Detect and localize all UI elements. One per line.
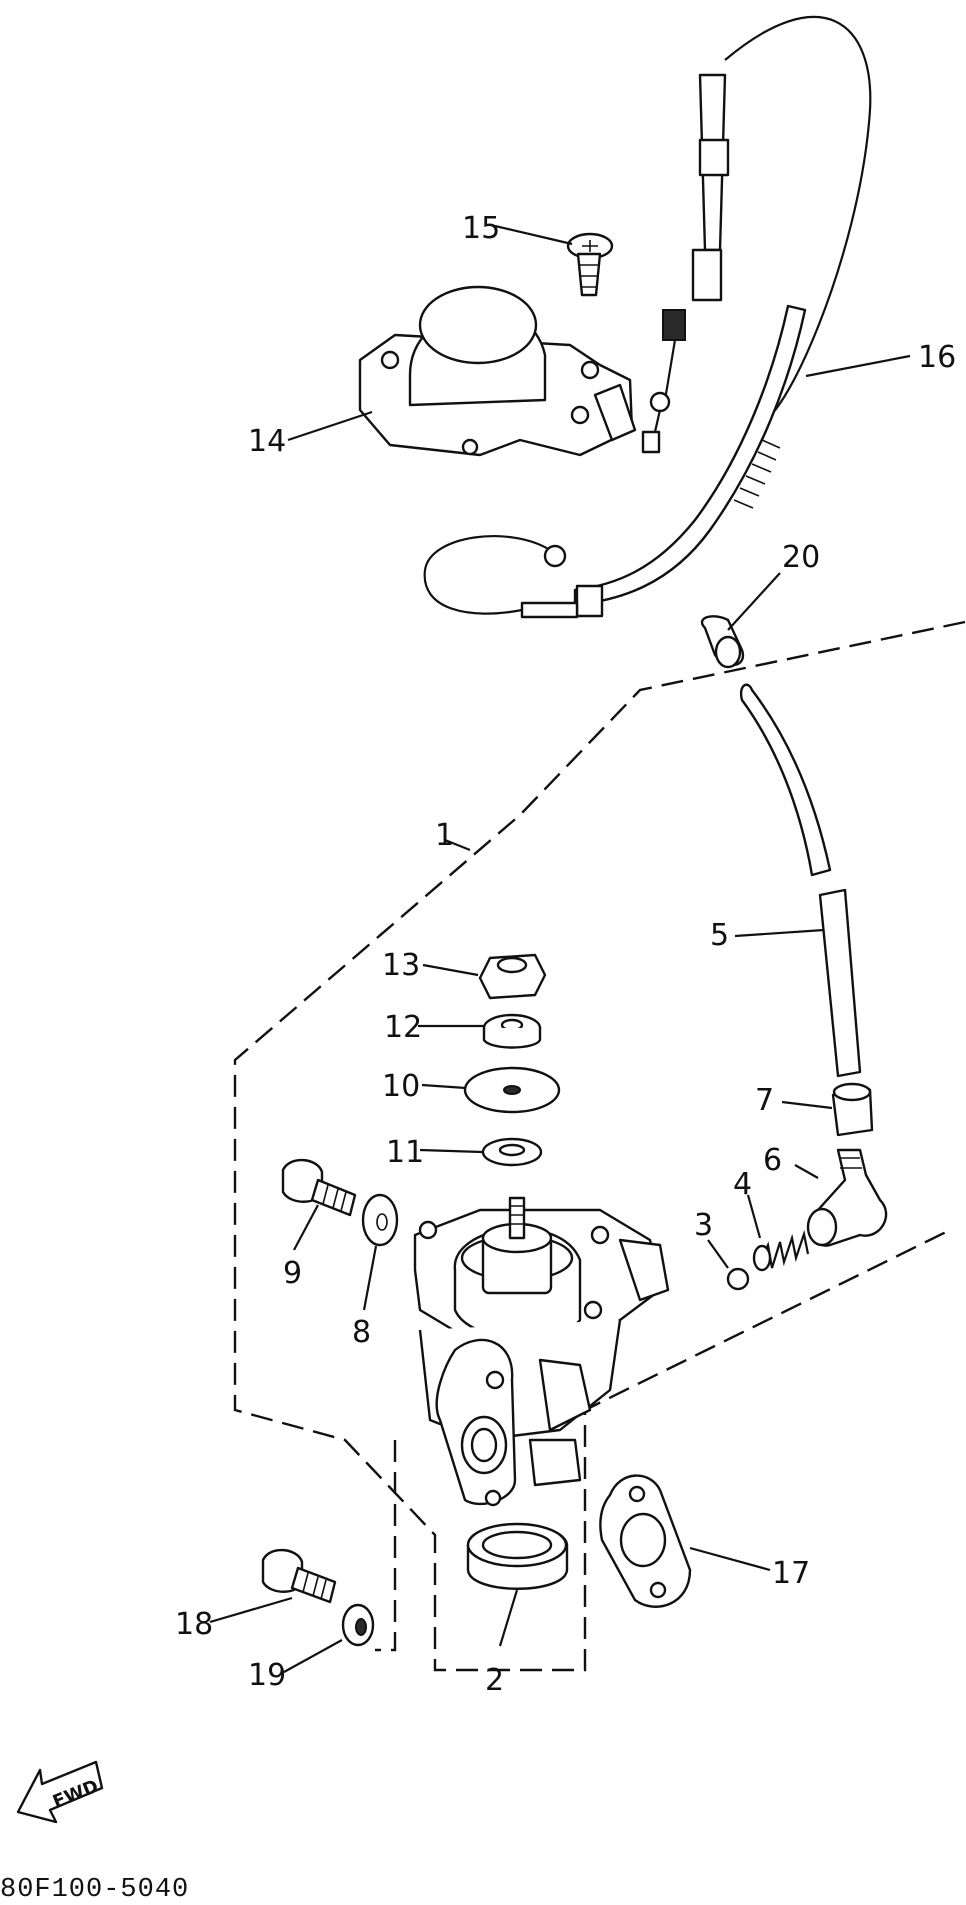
hose-clip-top xyxy=(700,615,745,669)
bolt-lower xyxy=(261,1548,337,1604)
washer-upper xyxy=(361,1193,399,1247)
callout-3: 3 xyxy=(694,1208,713,1243)
callout-19: 19 xyxy=(248,1658,286,1693)
valve-spring xyxy=(752,1229,810,1272)
cable-ribs xyxy=(733,439,781,509)
washer-lower xyxy=(341,1603,375,1647)
callout-7: 7 xyxy=(755,1083,774,1118)
lock-washer xyxy=(482,1013,542,1049)
oil-seal xyxy=(466,1522,569,1590)
check-ball xyxy=(726,1267,750,1291)
callout-8: 8 xyxy=(352,1315,371,1350)
throttle-cable xyxy=(423,15,872,619)
callout-20: 20 xyxy=(782,540,820,575)
pump-body xyxy=(413,1196,670,1507)
callout-5: 5 xyxy=(710,918,729,953)
callout-10: 10 xyxy=(382,1069,420,1104)
hose-clip-lower xyxy=(831,1082,874,1137)
pump-cover xyxy=(358,285,637,457)
diagram-part-number: 80F100-5040 xyxy=(0,1875,189,1905)
leader-lines xyxy=(209,224,911,1673)
screw xyxy=(566,232,614,297)
callout-18: 18 xyxy=(175,1607,213,1642)
callout-16: 16 xyxy=(918,340,956,375)
elbow-fitting xyxy=(806,1148,888,1247)
gasket xyxy=(599,1474,692,1608)
callout-14: 14 xyxy=(248,424,286,459)
callout-1: 1 xyxy=(435,818,454,853)
callout-2: 2 xyxy=(485,1663,504,1698)
fwd-arrow-icon: FWD xyxy=(16,1760,104,1824)
callout-9: 9 xyxy=(283,1256,302,1291)
callout-4: 4 xyxy=(733,1167,752,1202)
diaphragm-plate xyxy=(463,1066,561,1114)
washer xyxy=(481,1137,543,1167)
bolt-upper xyxy=(281,1158,357,1217)
nut xyxy=(478,953,547,1000)
callout-13: 13 xyxy=(382,948,420,983)
assembly-outline xyxy=(233,620,966,1672)
callout-17: 17 xyxy=(772,1556,810,1591)
fuel-hose xyxy=(739,683,862,1078)
callout-11: 11 xyxy=(386,1135,424,1170)
callout-6: 6 xyxy=(763,1143,782,1178)
callout-labels: 1 2 3 4 5 6 7 8 9 10 11 12 13 14 15 16 1… xyxy=(175,211,956,1698)
callout-15: 15 xyxy=(462,211,500,246)
callout-12: 12 xyxy=(384,1010,422,1045)
